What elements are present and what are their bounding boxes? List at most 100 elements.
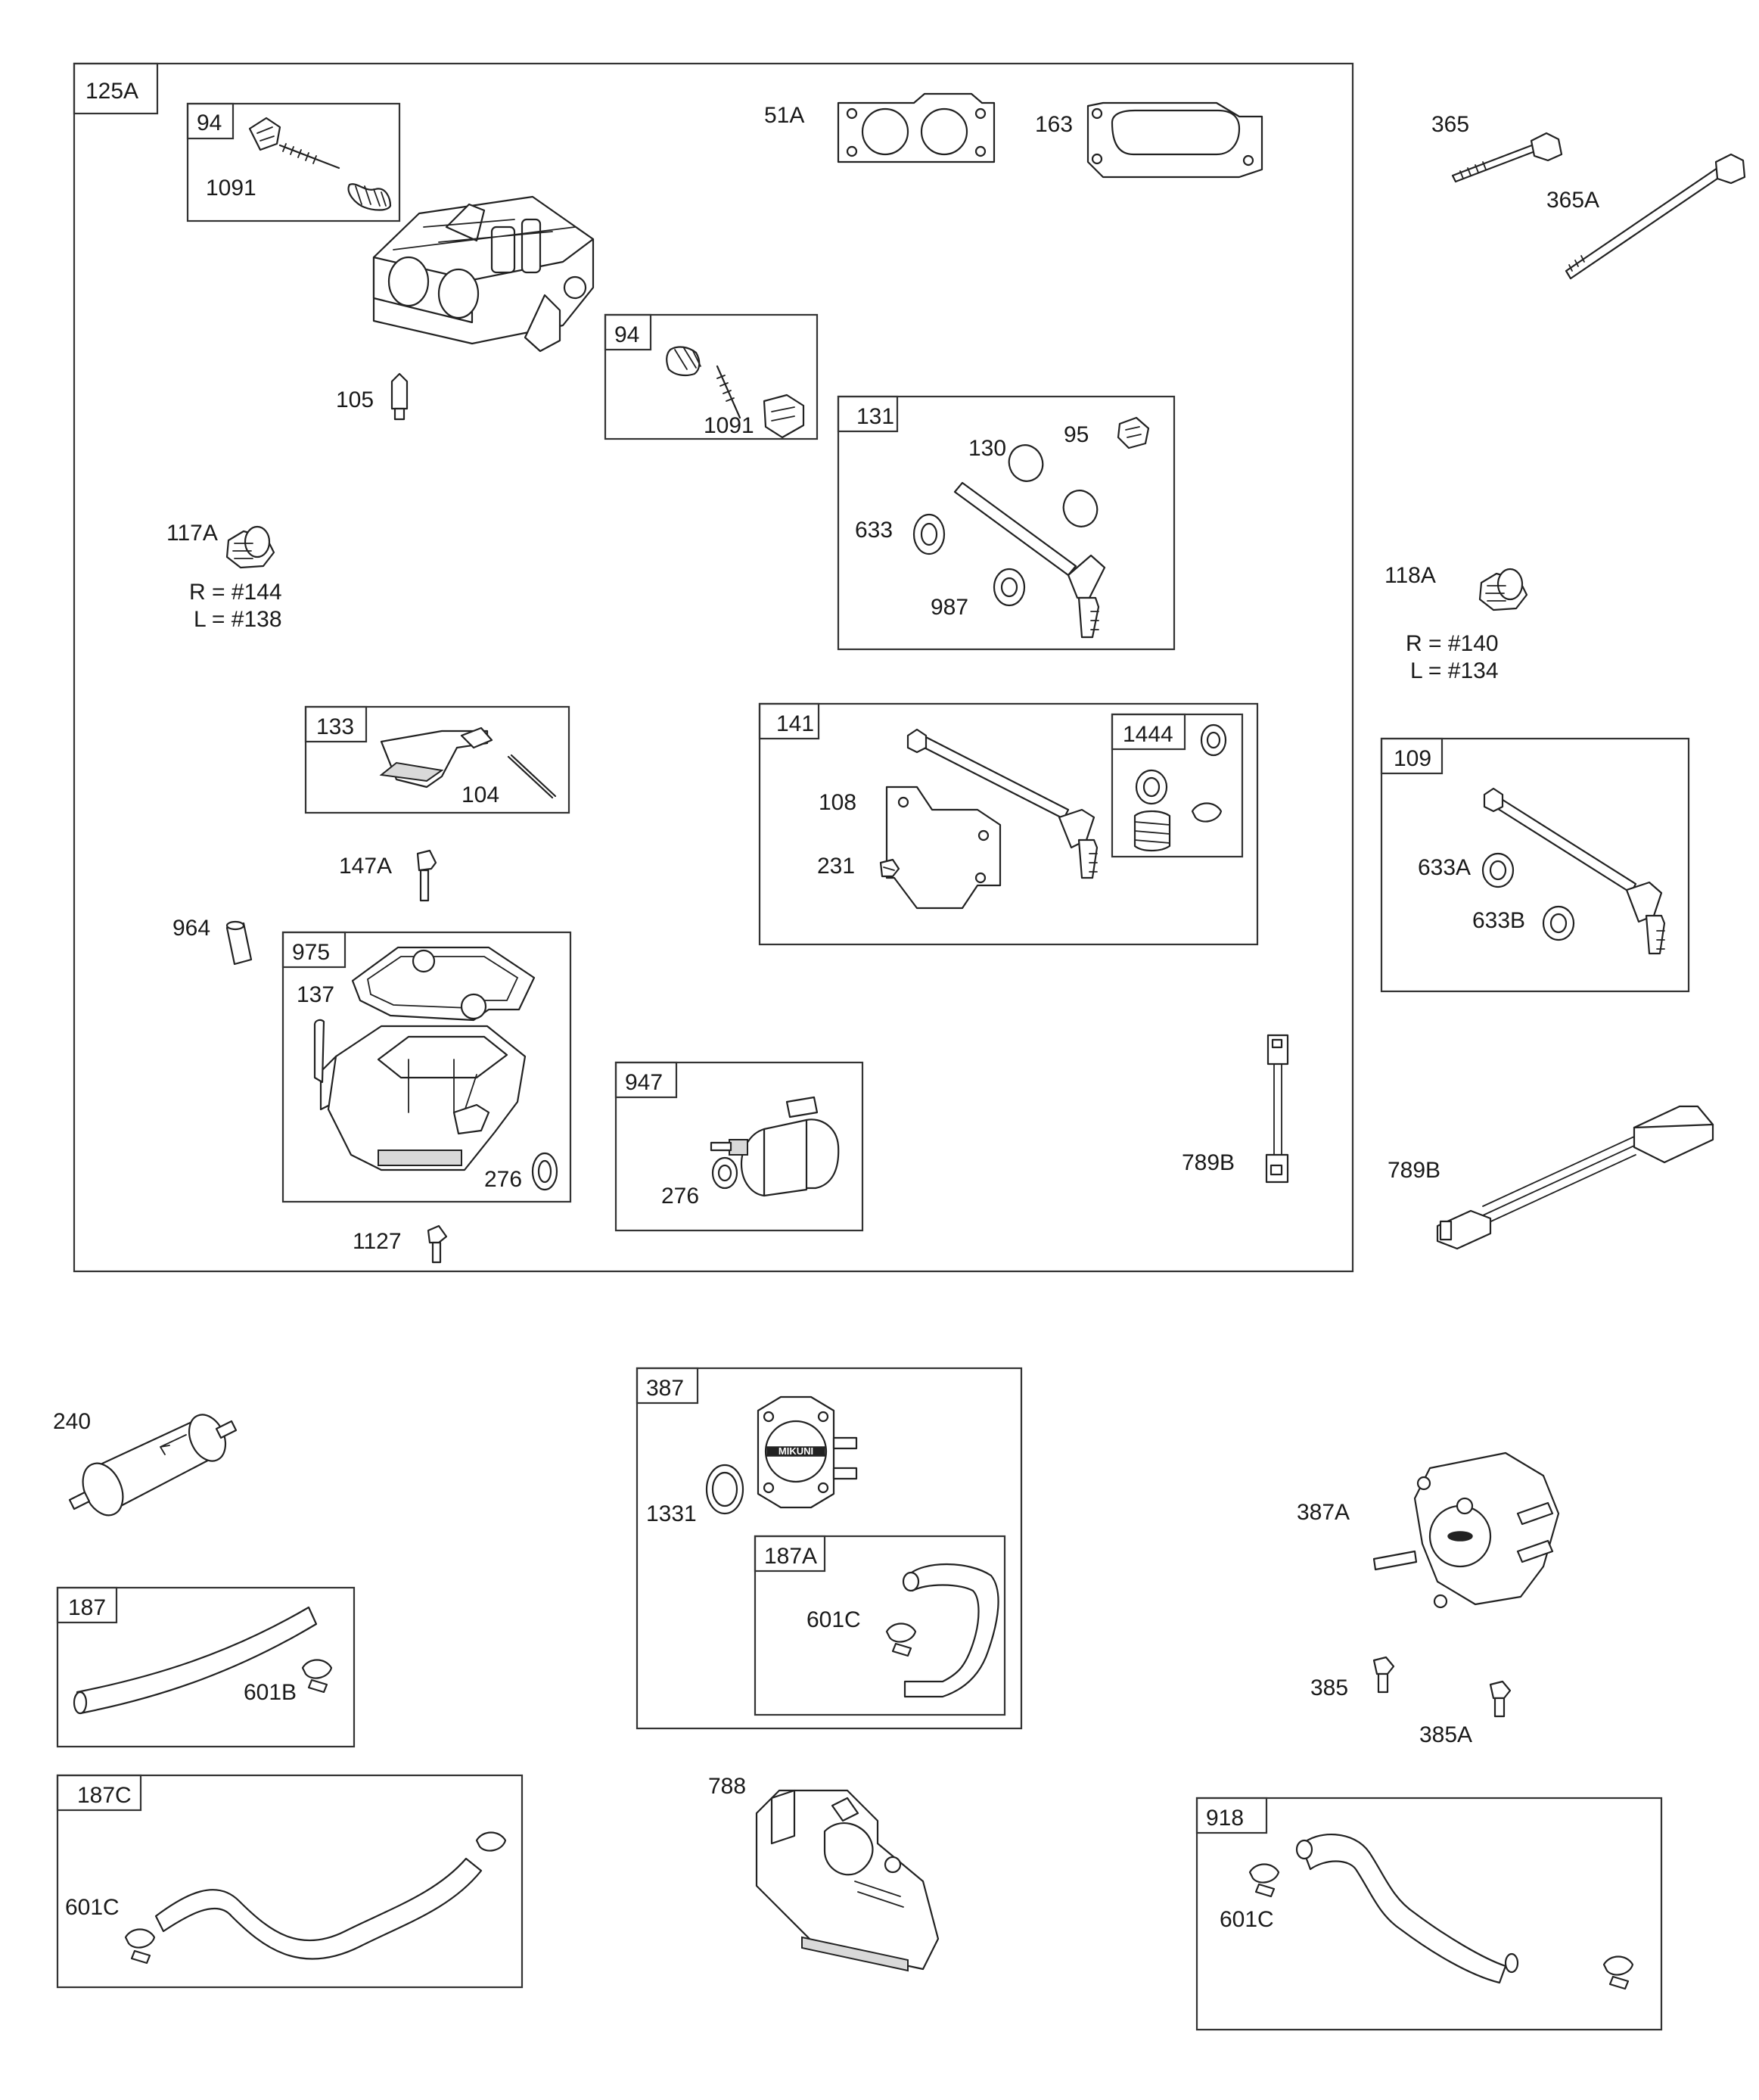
label-385: 385 xyxy=(1310,1675,1348,1700)
svg-text:141: 141 xyxy=(776,711,814,736)
note-118A-l: L = #134 xyxy=(1410,658,1499,683)
svg-text:109: 109 xyxy=(1394,746,1431,771)
label-601B: 601B xyxy=(244,1680,297,1705)
label-1091-b: 1091 xyxy=(704,413,754,438)
box-131: 131 xyxy=(837,395,1176,651)
label-987: 987 xyxy=(931,595,968,620)
part-1091-needle-second: 1091 xyxy=(666,346,805,439)
label-104: 104 xyxy=(462,782,499,807)
label-1127: 1127 xyxy=(353,1229,402,1254)
label-147A: 147A xyxy=(339,854,392,879)
svg-text:94: 94 xyxy=(614,322,639,347)
label-789B: 789B xyxy=(1182,1150,1235,1175)
svg-text:94: 94 xyxy=(197,110,222,135)
part-187A-fuel-line: 601C xyxy=(806,1563,999,1698)
box-94-second: 94 xyxy=(604,313,819,440)
part-133-float: 104 xyxy=(379,726,557,807)
part-1444-spring-kit xyxy=(1133,723,1227,852)
svg-text:918: 918 xyxy=(1206,1806,1244,1831)
assembly-label: 125A xyxy=(85,79,138,104)
part-117A-jet: 117A R = #144 L = #138 xyxy=(166,521,282,632)
label-964: 964 xyxy=(172,916,210,941)
label-51A: 51A xyxy=(764,103,804,128)
part-163-gasket: 163 xyxy=(1035,101,1263,179)
box-975: 975 xyxy=(281,931,572,1203)
part-109-throttle-shaft: 633A 633B xyxy=(1418,787,1666,955)
part-385-screw: 385 xyxy=(1310,1656,1395,1700)
part-51A-gasket: 51A xyxy=(764,92,996,163)
label-276: 276 xyxy=(484,1167,522,1192)
label-789B-b: 789B xyxy=(1388,1158,1440,1183)
part-1091-needle-top: 1091 xyxy=(206,117,392,211)
box-918: 918 xyxy=(1195,1797,1663,2031)
box-1444: 1444 xyxy=(1111,713,1244,858)
svg-text:187: 187 xyxy=(68,1595,106,1620)
label-385A: 385A xyxy=(1419,1722,1472,1747)
label-365: 365 xyxy=(1431,112,1469,137)
label-163: 163 xyxy=(1035,112,1073,137)
part-789B-harness-short: 789B xyxy=(1182,1034,1289,1184)
part-131-shaft-assembly: 130 95 633 987 xyxy=(855,416,1150,639)
label-365A: 365A xyxy=(1546,188,1599,213)
label-601C-c: 601C xyxy=(1220,1907,1274,1932)
box-187C: 187C xyxy=(56,1774,524,1989)
part-385A-screw: 385A xyxy=(1419,1680,1512,1747)
part-118A-jet: 118A R = #140 L = #134 xyxy=(1385,563,1528,683)
box-387: 387 xyxy=(636,1367,1023,1730)
part-918-fuel-line: 601C xyxy=(1220,1833,1634,1990)
label-1091: 1091 xyxy=(206,176,256,201)
box-187A: 187A xyxy=(754,1535,1006,1716)
part-carburetor-body xyxy=(372,195,595,353)
svg-text:187A: 187A xyxy=(764,1544,817,1569)
label-788: 788 xyxy=(708,1774,746,1799)
part-975-float-bowl: 137 276 xyxy=(297,946,558,1192)
pump-logo: MIKUNI xyxy=(778,1445,813,1457)
svg-text:387: 387 xyxy=(646,1376,684,1401)
label-387A: 387A xyxy=(1297,1500,1350,1525)
assembly-125A: 125A xyxy=(73,62,1354,1273)
label-276-b: 276 xyxy=(661,1184,699,1209)
label-633A: 633A xyxy=(1418,855,1471,880)
svg-text:975: 975 xyxy=(292,940,330,965)
part-947-solenoid: 276 xyxy=(661,1096,840,1209)
part-387-fuel-pump: MIKUNI 1331 xyxy=(646,1395,858,1526)
label-117A: 117A xyxy=(166,521,218,546)
note-117A-l: L = #138 xyxy=(194,607,282,632)
box-109: 109 xyxy=(1380,737,1690,993)
label-1331: 1331 xyxy=(646,1501,697,1526)
label-105: 105 xyxy=(336,387,374,412)
box-947: 947 xyxy=(614,1061,864,1232)
note-117A-r: R = #144 xyxy=(189,580,282,605)
part-365-bolt: 365 xyxy=(1431,112,1563,183)
label-601C-b: 601C xyxy=(65,1895,120,1920)
label-118A: 118A xyxy=(1385,563,1436,588)
svg-text:133: 133 xyxy=(316,714,354,739)
note-118A-r: R = #140 xyxy=(1406,631,1499,656)
box-94-top: 94 xyxy=(186,102,401,222)
label-240: 240 xyxy=(53,1409,91,1434)
svg-text:1444: 1444 xyxy=(1123,722,1173,747)
label-130: 130 xyxy=(968,436,1006,461)
svg-text:947: 947 xyxy=(625,1070,663,1095)
box-141: 141 xyxy=(758,702,1259,946)
part-187-fuel-line: 601B xyxy=(73,1606,333,1715)
box-187: 187 xyxy=(56,1586,356,1748)
label-601C-a: 601C xyxy=(806,1607,861,1632)
label-108: 108 xyxy=(819,790,856,815)
part-365A-long-bolt: 365A xyxy=(1546,153,1746,280)
part-788-bracket: 788 xyxy=(708,1774,940,1972)
svg-text:187C: 187C xyxy=(77,1783,132,1808)
part-387A-fuel-pump: 387A xyxy=(1297,1451,1560,1609)
part-105-pin: 105 xyxy=(336,372,409,421)
label-231: 231 xyxy=(817,854,855,879)
label-633B: 633B xyxy=(1472,908,1525,933)
svg-text:131: 131 xyxy=(856,404,894,429)
part-1127-screw: 1127 xyxy=(353,1224,448,1264)
label-95: 95 xyxy=(1064,422,1089,447)
part-187C-fuel-line: 601C xyxy=(65,1831,507,1965)
label-137: 137 xyxy=(297,982,334,1007)
part-141-choke-assembly: 108 231 xyxy=(817,728,1099,910)
label-633: 633 xyxy=(855,518,893,543)
part-147A-screw: 147A xyxy=(339,849,437,902)
